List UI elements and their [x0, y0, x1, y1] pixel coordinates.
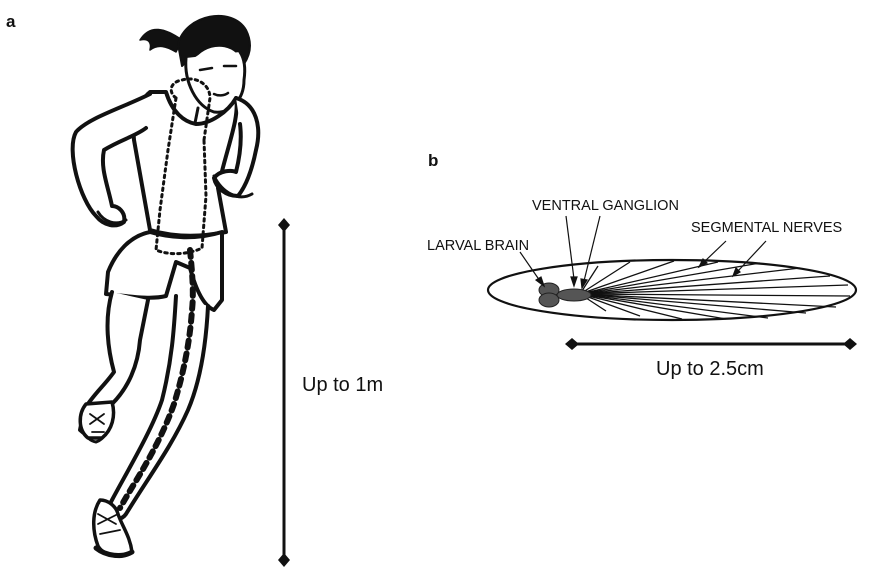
scale-label-b: Up to 2.5cm	[656, 359, 764, 379]
scale-label-a: Up to 1m	[302, 375, 383, 395]
label-larval-brain: LARVAL BRAIN	[427, 239, 529, 254]
runner-ponytail	[140, 29, 182, 52]
ventral-ganglion	[557, 289, 591, 301]
label-segmental-nerves: SEGMENTAL NERVES	[691, 221, 842, 236]
scale-bar-b	[565, 338, 857, 350]
scale-bar-a	[278, 218, 290, 567]
panel-letter-b: b	[428, 152, 438, 169]
larval-brain-lobe-lower	[539, 293, 559, 307]
runner-illustration	[73, 16, 259, 556]
runner-torso	[134, 92, 237, 236]
panel-letter-a: a	[6, 13, 15, 30]
label-ventral-ganglion: VENTRAL GANGLION	[532, 199, 679, 214]
